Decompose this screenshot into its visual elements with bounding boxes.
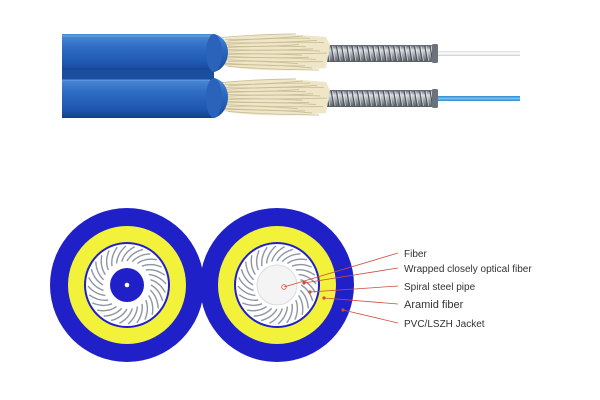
leader-dots: [302, 281, 345, 312]
leader-lines: [283, 252, 399, 324]
label-spiral-steel: Spiral steel pipe: [404, 282, 476, 293]
left-unit: [68, 226, 186, 344]
right-unit: [218, 226, 336, 344]
jacket-side: [62, 34, 228, 118]
label-wrapped-fiber: Wrapped closely optical fiber: [404, 264, 532, 275]
spiral-steel-tube-bottom: [322, 89, 438, 108]
aramid-fiber-side-bottom: [218, 78, 330, 116]
fiber-white-side: [430, 51, 520, 56]
label-fiber: Fiber: [404, 249, 427, 260]
side-view: [62, 33, 520, 118]
fiber-core-left: [124, 282, 130, 288]
spiral-steel-tube-top: [322, 44, 438, 63]
cross-section: Fiber Wrapped closely optical fiber Spir…: [50, 208, 532, 362]
aramid-fiber-side-top: [218, 33, 330, 71]
spiral-steel-right: [237, 245, 317, 325]
label-jacket: PVC/LSZH Jacket: [404, 319, 485, 330]
spiral-steel-left: [87, 245, 167, 325]
label-aramid: Aramid fiber: [404, 299, 464, 311]
fiber-blue-side: [430, 96, 520, 101]
callout-labels: Fiber Wrapped closely optical fiber Spir…: [404, 249, 532, 330]
